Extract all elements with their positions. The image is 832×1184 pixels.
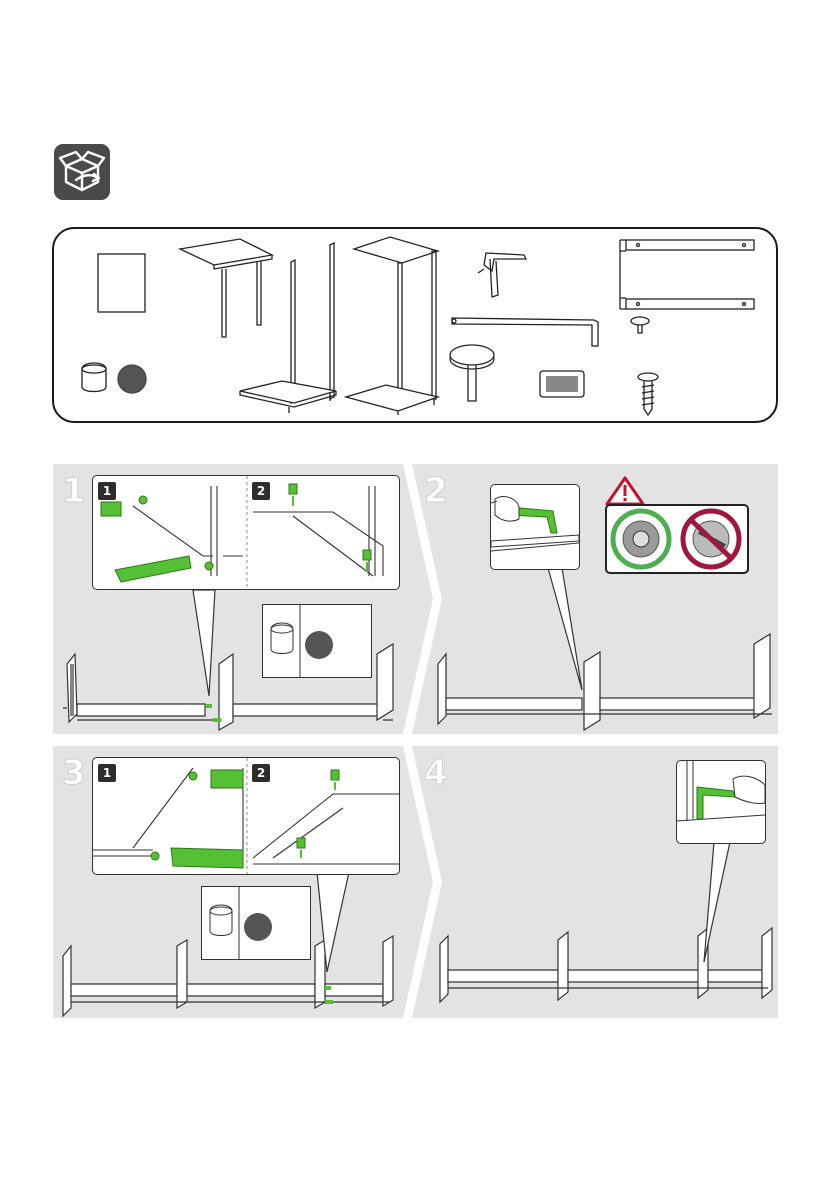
document-icon	[98, 254, 145, 312]
cap-icon	[82, 363, 146, 393]
parts-list-panel	[52, 227, 778, 423]
step-3-detail-inset	[92, 757, 400, 875]
parts-callout	[201, 886, 311, 960]
substep-badge: 1	[98, 482, 116, 500]
bracket-icon	[478, 253, 526, 297]
step-2-detail-inset	[490, 484, 580, 570]
warning-triangle-icon	[605, 476, 645, 506]
screw-icon	[631, 317, 649, 333]
step-1-detail-inset	[92, 475, 400, 590]
substep-badge: 2	[252, 764, 270, 782]
hex-key-icon	[452, 318, 598, 346]
table-frame-icon	[180, 239, 272, 337]
do-dont-panel	[605, 504, 749, 574]
glide-icon	[450, 345, 494, 401]
step-4-detail-inset	[676, 760, 766, 844]
substep-badge: 2	[252, 482, 270, 500]
side-frame-icon	[240, 243, 336, 413]
open-box-icon	[54, 144, 110, 200]
rail-icon	[620, 240, 754, 309]
substep-badge: 1	[98, 764, 116, 782]
screw-icon	[638, 373, 658, 415]
side-frame-icon	[346, 237, 438, 415]
parts-callout	[262, 604, 372, 678]
plate-icon	[540, 371, 584, 397]
